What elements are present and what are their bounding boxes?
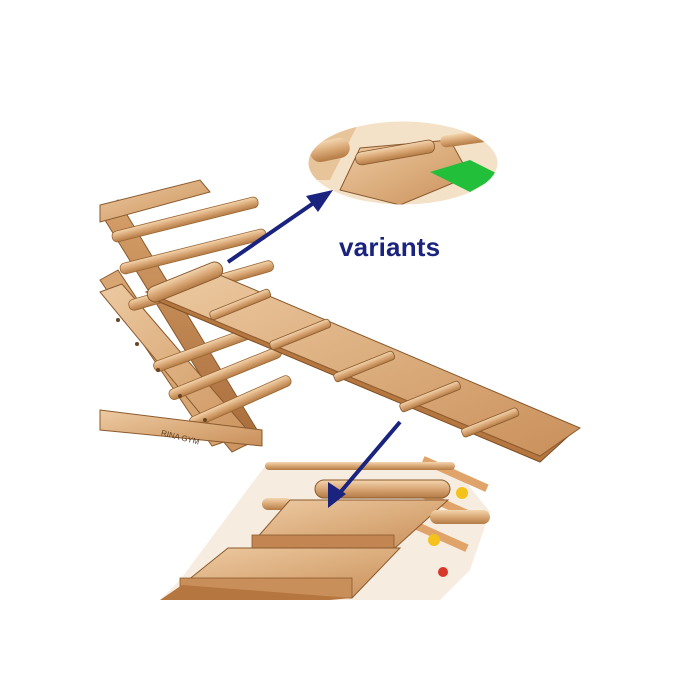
red-peg: [438, 567, 448, 577]
detail-variant-bottom: [160, 456, 490, 600]
yellow-peg: [456, 487, 468, 499]
arrow-to-bottom-variant: [328, 420, 402, 508]
detail-oval-top: [307, 120, 499, 206]
arrow-to-top-variant: [226, 190, 333, 264]
yellow-peg: [428, 534, 440, 546]
variants-caption: variants: [339, 232, 441, 262]
green-block: [430, 160, 498, 192]
ramp-board: [144, 261, 582, 463]
